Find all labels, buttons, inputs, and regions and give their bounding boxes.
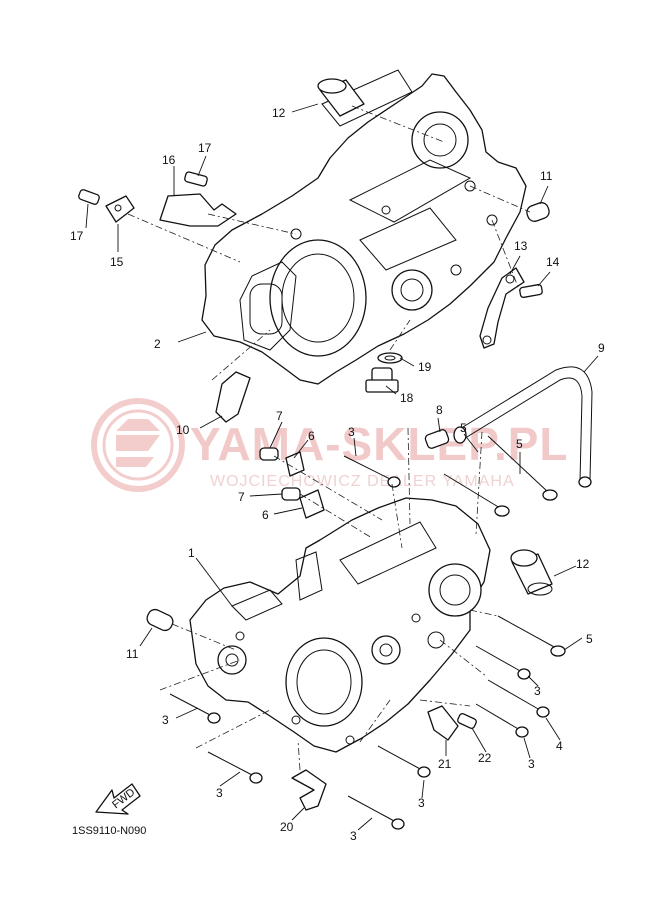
callout-5-lower: 5: [586, 632, 593, 646]
bolt-3-mid: [377, 745, 431, 778]
bolt-4: [487, 679, 550, 718]
callout-2: 2: [154, 337, 161, 351]
bolt-17-a: [78, 189, 100, 205]
plate-15: [105, 195, 135, 223]
bracket-20: [291, 769, 327, 811]
callout-22: 22: [478, 751, 492, 765]
callout-4: 4: [556, 739, 563, 753]
breather-hose-9: [453, 366, 593, 488]
fwd-arrow-icon: FWD: [95, 783, 141, 815]
bolt-5-a: [487, 435, 558, 501]
bolt-3-right-b: [475, 703, 529, 738]
watermark: YAMA-SKLEP.PL WOJCIECHOWICZ DEALER YAMAH…: [91, 398, 569, 492]
callout-3-bottom: 3: [350, 829, 357, 843]
dowel-11-upper: [526, 202, 550, 222]
bolt-22: [457, 713, 477, 729]
callout-17-left: 17: [70, 229, 84, 243]
callout-11-upper: 11: [540, 169, 553, 183]
callout-7-lower: 7: [238, 490, 245, 504]
callout-20: 20: [280, 820, 294, 834]
watermark-logo: [91, 398, 185, 492]
washer-19: [377, 352, 403, 364]
callout-15: 15: [110, 255, 124, 269]
o-ring-10: [215, 371, 251, 423]
callout-3-mid: 3: [418, 796, 425, 810]
watermark-brand: YAMA-SKLEP.PL: [190, 418, 569, 470]
callout-9: 9: [598, 341, 605, 355]
callout-17-upper: 17: [198, 141, 212, 155]
bolt-5-b: [443, 473, 510, 517]
drain-bolt-18: [365, 367, 399, 393]
callout-19: 19: [418, 360, 432, 374]
callout-18: 18: [400, 391, 414, 405]
bolt-5-c: [497, 615, 566, 657]
bolt-3-right-a: [475, 645, 531, 680]
callout-8: 8: [436, 403, 443, 417]
callout-3-top: 3: [348, 425, 355, 439]
callouts: 12 16 17 11 17 15 13 14 2 9 19 18 8 7 10…: [70, 106, 605, 843]
bracket-13: [479, 267, 525, 349]
callout-5-mid: 5: [460, 421, 467, 435]
screw-7-a: [259, 447, 279, 461]
leader-lines: [85, 103, 599, 831]
screw-7-b: [281, 487, 301, 501]
callout-12-lower: 12: [576, 557, 590, 571]
callout-7-upper: 7: [276, 409, 283, 423]
bolt-14: [519, 283, 543, 299]
guide-16: [159, 193, 237, 227]
callout-3-right-a: 3: [534, 684, 541, 698]
fitting-8: [424, 429, 450, 449]
crankcase-right-half: [189, 497, 491, 753]
callout-5-right: 5: [516, 437, 523, 451]
callout-12-upper: 12: [272, 106, 286, 120]
clip-6-b: [299, 489, 325, 519]
callout-3-bottom-left: 3: [216, 786, 223, 800]
bush-12-lower: [510, 549, 553, 596]
callout-3-right-b: 3: [528, 757, 535, 771]
callout-1: 1: [188, 546, 195, 560]
callout-13: 13: [514, 239, 528, 253]
callout-10: 10: [176, 423, 190, 437]
sensor-21: [427, 705, 459, 741]
crankcase-left-half: [201, 69, 527, 385]
callout-16: 16: [162, 153, 176, 167]
bolt-17-b: [184, 171, 208, 187]
diagram-code: 1SS9110-N090: [72, 825, 146, 837]
bolt-3-top: [343, 455, 401, 488]
callout-14: 14: [546, 255, 560, 269]
callout-6-upper: 6: [308, 429, 315, 443]
dowel-11-lower: [146, 608, 174, 632]
callout-21: 21: [438, 757, 452, 771]
clip-6-a: [285, 451, 305, 477]
callout-3-left: 3: [162, 713, 169, 727]
bush-12-upper: [317, 78, 365, 117]
bolt-3-bottom-left: [207, 751, 263, 784]
watermark-subtitle: WOJCIECHOWICZ DEALER YAMAHA: [210, 473, 515, 490]
bolt-3-left: [169, 693, 221, 724]
bolt-3-bottom: [347, 795, 405, 830]
callout-6-lower: 6: [262, 508, 269, 522]
reference-lines: [127, 105, 531, 771]
callout-11-lower: 11: [126, 647, 139, 661]
